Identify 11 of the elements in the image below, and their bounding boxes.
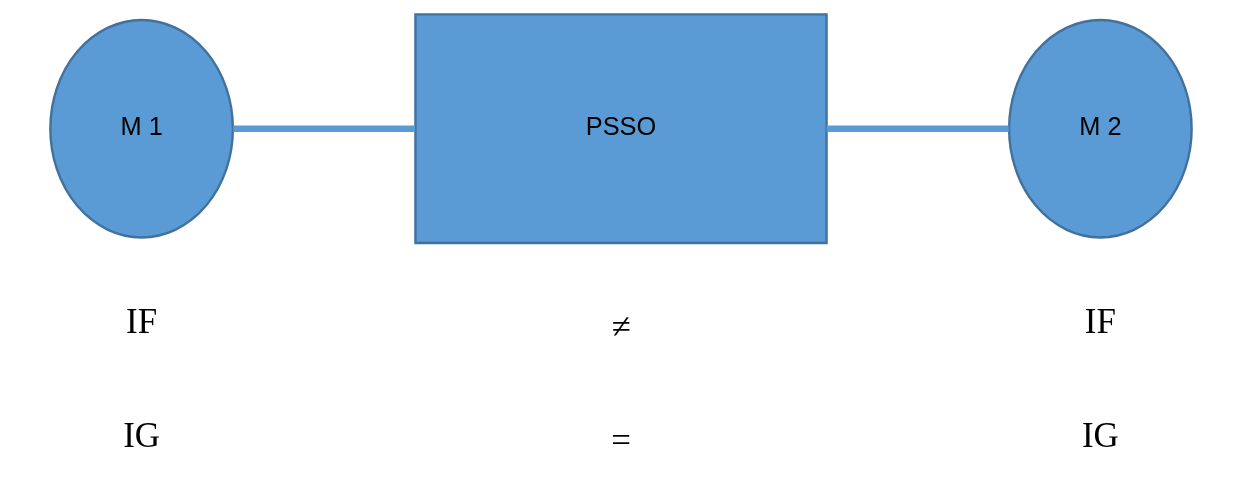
connector: [233, 125, 416, 132]
node-ellipse: M 1: [49, 18, 235, 239]
label: ≠: [611, 306, 631, 346]
label: IF: [126, 301, 158, 341]
label: IG: [123, 416, 161, 456]
node-box: PSSO: [414, 13, 828, 245]
label: =: [611, 420, 631, 460]
node-ellipse: M 2: [1007, 18, 1193, 239]
label: IF: [1084, 301, 1116, 341]
label: IG: [1081, 416, 1119, 456]
connector: [826, 125, 1009, 132]
